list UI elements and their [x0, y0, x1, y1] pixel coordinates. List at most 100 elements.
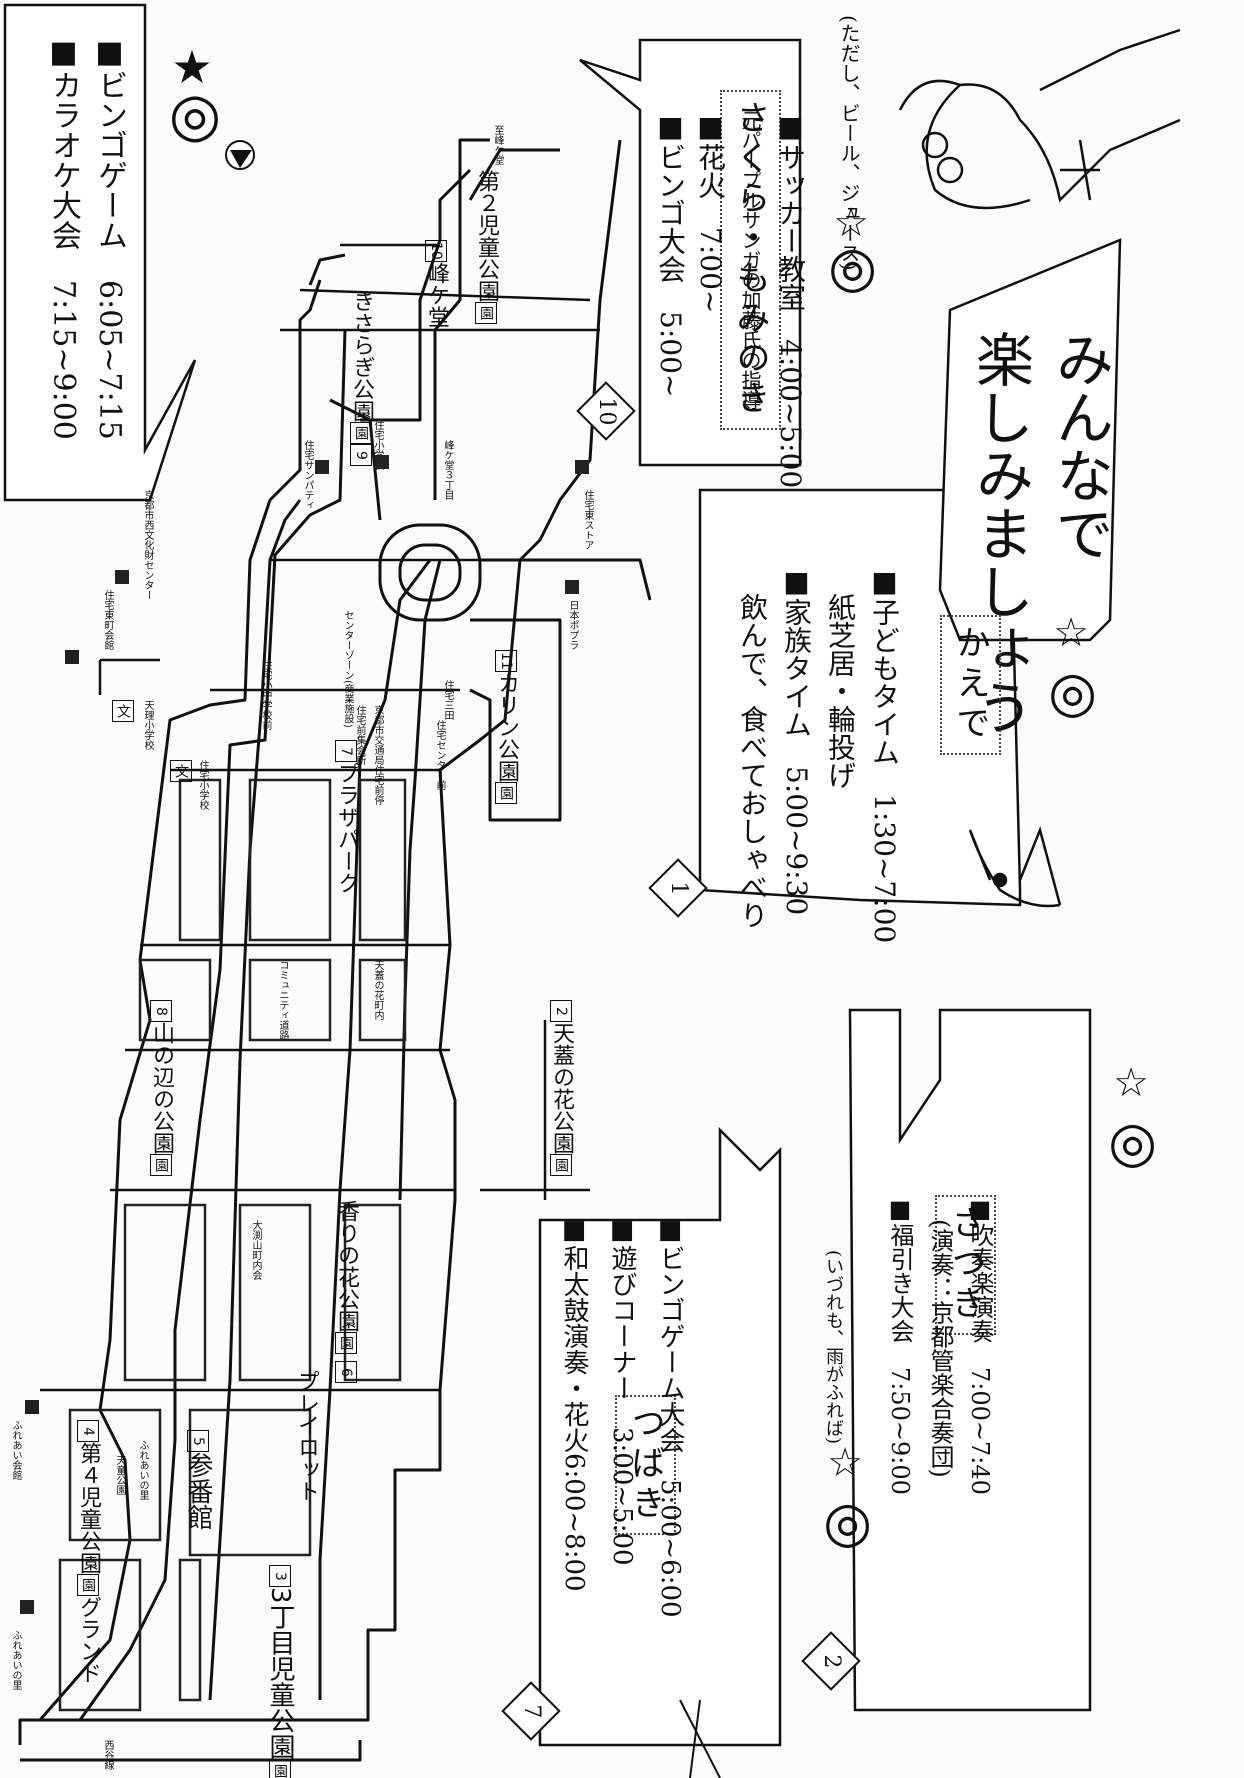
cross-street-9 [299, 288, 591, 302]
small-label-21: 至峰ケ堂 [492, 125, 503, 165]
school-mark-1: 文 [112, 700, 134, 722]
block-7 [343, 1203, 402, 1382]
place-label-4: 4第４児童公園園グランド [72, 1420, 104, 1684]
right-road-1 [480, 558, 652, 601]
black-star-top: ★ [165, 40, 219, 94]
right-road-2 [469, 618, 562, 822]
star-10: ☆ [828, 200, 874, 246]
small-label-16: 住宅サンパティ [302, 440, 313, 510]
callout-tail-bottom [679, 1699, 721, 1778]
small-label-20: 日本ポプラ [567, 600, 578, 650]
small-label-2: ふれあい会館 [10, 1420, 21, 1480]
block-2 [178, 1558, 202, 1702]
roundabout [398, 543, 462, 602]
callout-2-item-1: 吹奏楽演奏 7:00~7:40 [960, 1195, 1000, 1495]
place-label-6: 香りの花公園園 6 [330, 1200, 362, 1383]
right-road-6 [329, 398, 382, 521]
callout-10-item-4: ビンゴ大会 5:00~ [650, 110, 690, 488]
block-6 [238, 1203, 312, 1382]
top-avenue-inner [78, 329, 347, 1721]
small-label-22: 住宅三田 [442, 680, 453, 720]
callout-1-item-2: 紙芝居・輪投げ [824, 593, 857, 789]
callout-1-item-1: 子どもタイム 1:30~7:00 [862, 565, 906, 943]
double-circle-10: ◎ [820, 235, 885, 300]
callout-7-note: (いづれも、雨がふれば) [823, 1250, 844, 1445]
star-2: ☆ [1108, 1060, 1154, 1106]
school-mark-2: 文 [170, 760, 192, 782]
small-label-18: 住宅東ストア [582, 490, 593, 550]
right-road-4 [360, 168, 472, 422]
double-circle-top: ◎ [160, 80, 230, 150]
small-label-14: 京都市交通局住宅前停 [372, 705, 383, 805]
double-circle-7: ◎ [815, 1490, 880, 1555]
right-road-8 [308, 253, 346, 286]
place-label-11: 11カリン公園園 [490, 650, 522, 804]
facility-marker-7 [575, 460, 589, 474]
venue-header-7: つばき [615, 1395, 676, 1535]
block-12 [248, 778, 332, 942]
block-10 [358, 958, 407, 1042]
small-label-6: 大渕山町内会 [250, 1220, 261, 1280]
long-road-mid2 [318, 559, 432, 1700]
small-label-5: 西谷線 [102, 1740, 113, 1770]
block-9 [248, 958, 332, 1042]
small-label-9: 住宅センター前 [434, 720, 445, 790]
callout-2-item-3: 福引き大会 7:50~9:00 [880, 1195, 920, 1495]
small-label-13: 住宅前集会所 [354, 705, 365, 765]
block-8 [138, 958, 212, 1042]
top-avenue [38, 279, 322, 1721]
callout-10-note: (ただし、ビール、ジュース) [837, 15, 861, 271]
callout-box-2 [848, 1008, 1092, 1712]
place-label-10: 10峰ケ堂 [420, 240, 452, 328]
callout-top-text: ビンゴゲーム 6:05~7:15 カラオケ大会 7:15~9:00 [40, 35, 132, 495]
double-circle-2: ◎ [1100, 1110, 1165, 1175]
place-label-9: きさらぎ公園園9 [345, 290, 377, 466]
long-road-mid [208, 499, 302, 1701]
block-13 [358, 778, 407, 942]
place-label-8: 8山の辺の公園園 [145, 1000, 177, 1176]
block-5 [123, 1203, 207, 1382]
small-label-24: 住宅東町会館 [102, 590, 113, 650]
double-circle-1: ◎ [1040, 660, 1105, 725]
callout-top-item-1: ビンゴゲーム 6:05~7:15 [86, 35, 132, 495]
block-4 [188, 1408, 312, 1557]
callout-top-item-2: カラオケ大会 7:15~9:00 [40, 35, 86, 495]
small-label-3: 天童公園 [114, 1455, 125, 1495]
facility-marker-1 [20, 1600, 34, 1614]
facility-marker-3 [65, 650, 79, 664]
place-label-playlot: プレイロット [294, 1370, 319, 1502]
callout-2-items: 吹奏楽演奏 7:00~7:40 (演奏：京都管楽合奏団) 福引き大会 7:50~… [880, 1195, 1000, 1495]
small-label-8: 天蓋の花町内 [372, 960, 383, 1020]
small-label-19: 住宅小学校 [372, 420, 383, 470]
facility-marker-5 [315, 460, 329, 474]
small-bird-illustration [968, 826, 1062, 908]
callout-box-7 [538, 1126, 782, 1747]
venue-header-10: さくら・もみのき [720, 90, 781, 430]
callout-box-top [3, 3, 197, 502]
venue-header-2: さつき [935, 1195, 996, 1335]
place-label-2: 2天蓋の花公園園 [545, 1000, 577, 1176]
place-label-7: 7プラザパーク [330, 740, 362, 894]
callout-box-10 [579, 38, 802, 467]
block-11 [178, 778, 222, 942]
owl-illustration [898, 28, 1181, 210]
compass-needle-icon [230, 150, 252, 168]
right-road-5 [468, 148, 560, 201]
main-road-lower [20, 1740, 362, 1762]
place-label-3: 33丁目児童公園園 [262, 1565, 299, 1778]
star-1: ☆ [1048, 610, 1094, 656]
small-label-10: 住宅小中学校前 [260, 660, 271, 730]
callout-1-item-4: 飲んで、食べておしゃべり [736, 593, 769, 929]
callout-1-items: 子どもタイム 1:30~7:00 紙芝居・輪投げ 家族タイム 5:00~9:30… [730, 565, 906, 943]
block-1 [58, 1558, 142, 1712]
small-label-11: 天理小学校 [142, 700, 153, 750]
callout-7-item-1: ビンゴゲーム大会 5:00~6:00 [646, 1215, 694, 1618]
callout-10-item-2: 元パープルサンガの加藤氏の指導 [738, 110, 762, 410]
callout-10-item-1: サッカー教室 4:00~5:00 [770, 110, 810, 488]
small-label-7: コミュニティ道路 [277, 960, 288, 1040]
callout-7-item-2: 遊びコーナー 3:00~5:00 [598, 1215, 646, 1618]
small-label-17: 峰ケ堂３丁目 [442, 440, 453, 500]
callout-2-item-2: (演奏：京都管楽合奏団) [926, 1219, 954, 1478]
small-label-1: ふれあいの里 [10, 1630, 21, 1690]
